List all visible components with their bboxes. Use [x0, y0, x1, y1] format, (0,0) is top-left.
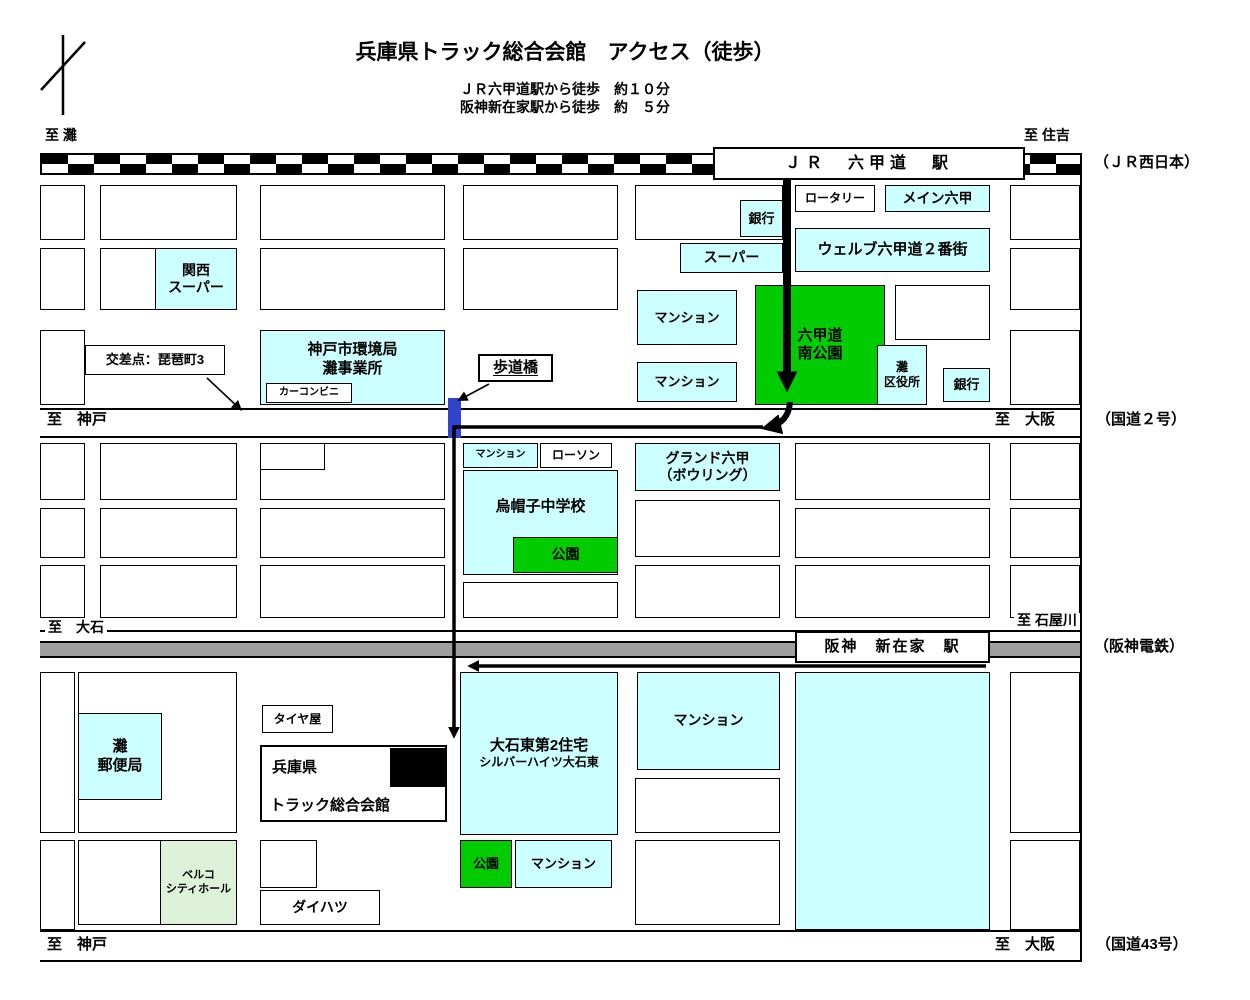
- city-block: [40, 248, 85, 310]
- to-sumiyoshi-label: 至 住吉: [1024, 127, 1070, 143]
- to-oishi-label: 至 大石: [45, 619, 107, 636]
- city-block: [40, 672, 75, 833]
- station-jr-rokkomichi: ＪＲ 六甲道 駅: [713, 147, 1025, 180]
- page-title: 兵庫県トラック総合会館 アクセス（徒歩）: [355, 41, 775, 64]
- city-block: [100, 443, 237, 500]
- city-block: [1010, 248, 1080, 310]
- park-2: 公園: [460, 840, 512, 888]
- building-bank-2: 銀行: [943, 368, 990, 402]
- building-mansion-4: マンション: [637, 672, 780, 770]
- city-block: [1010, 840, 1080, 930]
- city-block: [40, 840, 75, 930]
- building-mansion-5: マンション: [515, 840, 612, 888]
- city-block: [795, 508, 990, 558]
- jr-railway-pattern-top: [42, 155, 1080, 164]
- city-block: [40, 443, 85, 500]
- building-lawson: ローソン: [540, 443, 612, 468]
- bridge-pointer-arrow: [457, 383, 490, 401]
- city-block: [1010, 443, 1080, 500]
- city-block: [635, 778, 780, 833]
- city-block: [40, 565, 85, 618]
- building-mansion-3: マンション: [463, 443, 538, 468]
- route43-north-edge: [40, 930, 1082, 932]
- building-grand-rokko-bowling: グランド六甲 （ボウリング）: [635, 443, 780, 491]
- route-arrow-turn-west: [761, 401, 793, 435]
- truck-hall-label-line2: トラック総合会館: [270, 797, 391, 814]
- subtitle-hanshin: 阪神新在家駅から徒歩 約 ５分: [460, 99, 670, 115]
- city-block: [1010, 330, 1080, 405]
- city-block: [463, 582, 618, 618]
- route43-south-edge: [40, 960, 1082, 962]
- building-nada-post-office: 灘 郵便局: [78, 713, 162, 800]
- housing-label-line1: 大石東第2住宅: [489, 737, 589, 755]
- building-belco-city-hall: ベルコ シティホール: [160, 840, 237, 925]
- city-block: [260, 508, 445, 558]
- map-right-frame: [1080, 153, 1082, 961]
- pedestrian-bridge-mark: [448, 398, 461, 438]
- jr-west-japan-label: （ＪＲ西日本）: [1094, 154, 1200, 171]
- city-block-large: [795, 672, 990, 930]
- intersection-pointer-arrow: [206, 377, 243, 411]
- building-daihatsu: ダイハツ: [260, 890, 380, 925]
- city-block: [463, 185, 618, 240]
- route43-to-kobe-label: 至 神戸: [47, 936, 108, 953]
- building-tire-shop: タイヤ屋: [262, 705, 333, 733]
- station-hanshin-shin-zaike: 阪神 新在家 駅: [795, 631, 990, 663]
- building-mansion-1: マンション: [637, 290, 737, 345]
- building-hyogo-truck-hall: 兵庫県 トラック総合会館: [260, 745, 447, 822]
- city-block: [260, 185, 445, 240]
- city-block: [260, 443, 325, 470]
- building-mansion-2: マンション: [637, 362, 737, 402]
- jr-railway-pattern-bottom: [42, 164, 1080, 173]
- city-block: [260, 565, 445, 618]
- route43-name-label: （国道43号）: [1096, 936, 1188, 953]
- building-main-rokko: メイン六甲: [885, 185, 990, 212]
- to-nada-label: 至 灘: [45, 127, 77, 143]
- subtitle-jr: ＪＲ六甲道駅から徒歩 約１０分: [460, 81, 670, 97]
- building-kansai-super: 関西 スーパー: [155, 248, 237, 310]
- park-rokkomichi-minami: 六甲道 南公園: [755, 285, 885, 405]
- route2-name-label: （国道２号）: [1096, 411, 1187, 428]
- building-oishi-higashi-housing: 大石東第2住宅 シルバーハイツ大石東: [460, 672, 618, 835]
- city-block: [895, 285, 990, 340]
- city-block: [635, 840, 780, 925]
- hanshin-railway-label: （阪神電鉄）: [1094, 638, 1185, 655]
- city-block: [1010, 508, 1080, 558]
- city-block: [795, 443, 990, 500]
- city-block: [1010, 672, 1080, 833]
- city-block: [463, 248, 618, 310]
- building-wellb-rokkomichi: ウェルブ六甲道２番街: [795, 228, 990, 272]
- city-block: [260, 840, 317, 888]
- intersection-biwacho3-label: 交差点：琵琶町3: [85, 345, 225, 375]
- city-block: [260, 248, 445, 310]
- pedestrian-bridge-label: 歩道橋: [478, 354, 553, 382]
- to-ishiyagawa-label: 至 石屋川: [1014, 612, 1080, 629]
- city-block: [100, 185, 237, 240]
- city-block: [40, 330, 85, 405]
- city-block: [795, 565, 990, 618]
- route43-to-osaka-label: 至 大阪: [995, 936, 1056, 953]
- route2-to-kobe-label: 至 神戸: [47, 411, 108, 428]
- truck-hall-label-line1: 兵庫県: [272, 759, 318, 776]
- city-block: [1010, 185, 1080, 240]
- building-nada-ward-office: 灘 区役所: [877, 345, 927, 405]
- building-supermarket: スーパー: [680, 243, 783, 273]
- rotary-label: ロータリー: [795, 185, 875, 212]
- city-block: [100, 508, 237, 558]
- building-car-combini: カーコンビニ: [266, 383, 352, 403]
- truck-hall-marker: [390, 748, 445, 787]
- housing-label-line2: シルバーハイツ大石東: [479, 755, 599, 770]
- city-block: [40, 508, 85, 558]
- city-block: [1010, 565, 1080, 618]
- route2-to-osaka-label: 至 大阪: [995, 411, 1056, 428]
- city-block: [40, 185, 85, 240]
- building-bank-1: 銀行: [740, 200, 783, 237]
- city-block: [635, 500, 780, 557]
- city-block: [635, 565, 780, 618]
- park-1: 公園: [513, 537, 618, 573]
- city-block: [100, 565, 237, 618]
- route2-north-edge: [40, 408, 1082, 410]
- route2-south-edge: [40, 436, 1082, 438]
